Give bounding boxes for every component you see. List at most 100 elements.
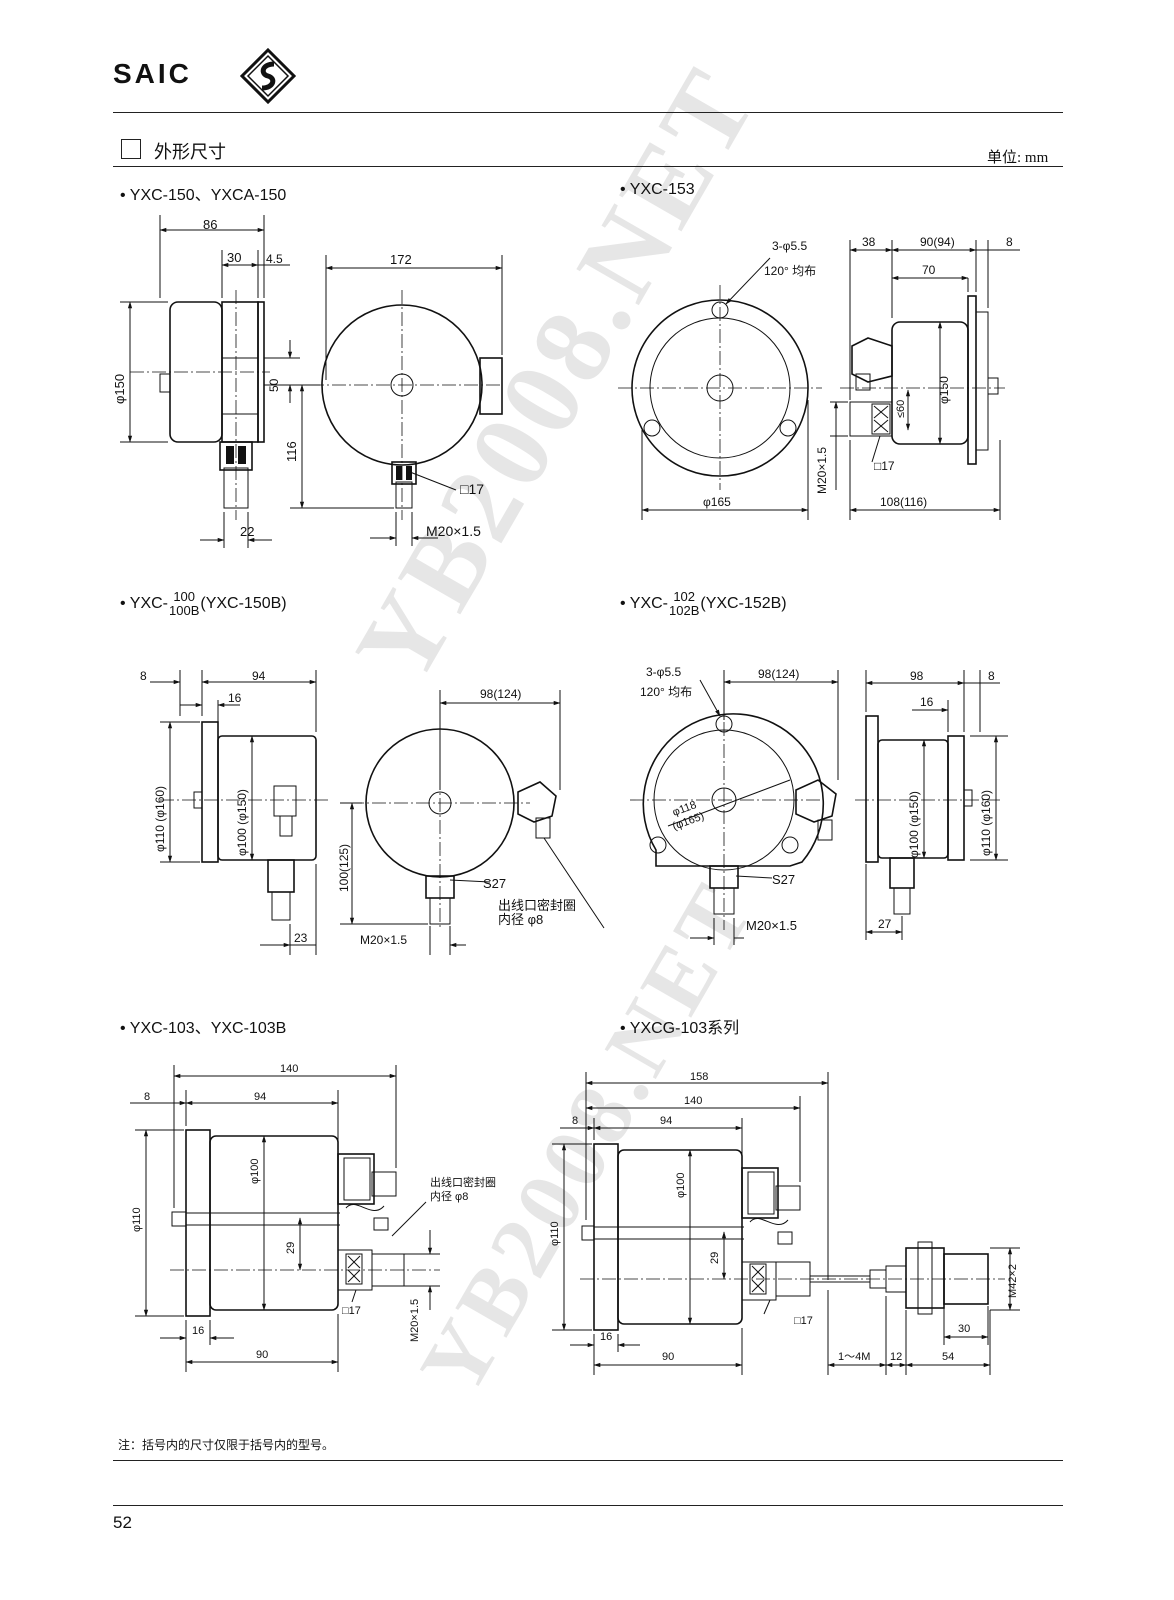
dim-d6-140: 140 <box>684 1095 702 1107</box>
dim-d4-phi110: φ110 (φ160) <box>979 790 993 856</box>
dim-d1-m20: M20×1.5 <box>426 523 481 539</box>
dim-d4-phi100: φ100 (φ150) <box>907 791 921 858</box>
dim-d1-172: 172 <box>390 252 412 267</box>
unit-label: 单位: mm <box>987 150 1049 166</box>
header-rule <box>113 112 1063 113</box>
dim-d5-94: 94 <box>254 1091 266 1103</box>
dim-d5-phi110: φ110 <box>131 1207 143 1232</box>
dim-d3-phi110: φ110 (φ160) <box>153 786 167 852</box>
model-heading-2: • YXC-153 <box>620 181 695 198</box>
dim-d2-8: 8 <box>1006 235 1013 249</box>
dim-d2-120: 120° 均布 <box>764 264 816 278</box>
dim-d2-phi165: φ165 <box>703 495 731 509</box>
dim-d2-70: 70 <box>922 263 936 277</box>
brand-logo-text: SAIC <box>113 58 192 89</box>
drawing-1-front-view <box>290 255 503 546</box>
drawing-1-side-view <box>120 215 300 548</box>
section-checkbox <box>121 139 141 159</box>
dim-d5-m20: M20×1.5 <box>409 1299 421 1342</box>
dim-d1-116: 116 <box>284 441 299 462</box>
dim-d1-4.5: 4.5 <box>266 252 283 266</box>
footer-rule-1 <box>113 1460 1063 1461</box>
dim-d1-phi150: φ150 <box>112 374 127 404</box>
dim-d3-phi100: φ100 (φ150) <box>235 789 249 856</box>
dim-d1-30: 30 <box>227 250 241 265</box>
model-heading-1: • YXC-150、YXCA-150 <box>120 187 287 204</box>
dim-d5-phi100: φ100 <box>249 1159 261 1185</box>
dim-d3-98: 98(124) <box>480 687 521 701</box>
section-rule <box>113 166 1063 167</box>
dim-d5-16: 16 <box>192 1325 204 1337</box>
dim-d3-s27: S27 <box>483 876 506 891</box>
dim-d6-m42: M42×2 <box>1007 1264 1019 1298</box>
dim-d5-8: 8 <box>144 1091 150 1103</box>
dim-d4-8: 8 <box>988 669 995 683</box>
dim-d1-22: 22 <box>240 524 254 539</box>
model-heading-5: • YXC-103、YXC-103B <box>120 1020 287 1037</box>
footer-rule-2 <box>113 1505 1063 1506</box>
dim-d6-158: 158 <box>690 1071 708 1083</box>
dim-d2-m20: M20×1.5 <box>815 447 829 494</box>
dim-d6-sq17: □17 <box>794 1315 813 1327</box>
dim-d6-90: 90 <box>662 1351 674 1363</box>
dim-d3-94: 94 <box>252 669 266 683</box>
dim-d3-seal: 出线口密封圈 <box>498 898 576 913</box>
dim-d5-140: 140 <box>280 1063 298 1075</box>
dim-d2-sq17: □17 <box>874 459 895 473</box>
drawing-4-side-view <box>855 670 1008 940</box>
dim-d5-29: 29 <box>285 1242 297 1254</box>
drawing-2-front-view <box>618 257 822 520</box>
model-heading-6: • YXCG-103系列 <box>620 1020 740 1037</box>
dim-d1-sq17: □17 <box>460 481 484 497</box>
dim-d4-98-124: 98(124) <box>758 667 799 681</box>
dim-d4-m20: M20×1.5 <box>746 918 797 933</box>
dim-d2-holes: 3-φ5.5 <box>772 239 807 253</box>
drawing-3-side-view <box>150 670 330 955</box>
dim-d4-holes: 3-φ5.5 <box>646 665 681 679</box>
dim-d6-94: 94 <box>660 1115 672 1127</box>
dim-d1-86: 86 <box>203 217 217 232</box>
dim-d6-phi110: φ110 <box>549 1221 561 1246</box>
dim-d6-phi100: φ100 <box>675 1173 687 1199</box>
dim-d3-m20: M20×1.5 <box>360 933 407 947</box>
dim-d6-12: 12 <box>890 1351 902 1363</box>
dim-d5-sq17: □17 <box>342 1305 361 1317</box>
drawing-6-side-view <box>552 1072 1020 1375</box>
drawing-3-front-view <box>340 690 605 955</box>
dim-d2-le60: ≤60 <box>895 400 907 418</box>
dim-d3-16: 16 <box>228 691 242 705</box>
drawing-5-side-view <box>130 1065 440 1372</box>
dim-d4-16: 16 <box>920 695 934 709</box>
dim-d5-90: 90 <box>256 1349 268 1361</box>
section-title: 外形尺寸 <box>154 142 226 162</box>
footnote: 注：括号内的尺寸仅限于括号内的型号。 <box>118 1438 335 1452</box>
dim-d4-98: 98 <box>910 669 924 683</box>
dim-d6-54: 54 <box>942 1351 954 1363</box>
saic-logo-icon <box>240 48 296 104</box>
dim-d3-100: 100(125) <box>337 844 351 892</box>
dim-d2-phi150: φ150 <box>937 376 951 404</box>
dim-d4-27: 27 <box>878 917 892 931</box>
dim-d6-30: 30 <box>958 1323 970 1335</box>
drawing-2-side-view <box>830 240 1020 520</box>
dim-d4-120: 120° 均布 <box>640 685 692 699</box>
dim-d6-8: 8 <box>572 1115 578 1127</box>
dim-d5-innerdia: 内径 φ8 <box>430 1189 468 1203</box>
dim-d2-90: 90(94) <box>920 235 955 249</box>
drawing-4-front-view <box>630 670 839 945</box>
dim-d6-cable: 1～4M <box>838 1351 870 1363</box>
dim-d6-29: 29 <box>709 1252 721 1264</box>
dim-d2-108: 108(116) <box>880 495 927 509</box>
dim-d1-50: 50 <box>267 378 281 392</box>
page-number: 52 <box>113 1513 132 1532</box>
dim-d6-16: 16 <box>600 1331 612 1343</box>
dim-d3-23: 23 <box>294 931 308 945</box>
dim-d5-seal: 出线口密封圈 <box>430 1175 496 1189</box>
dim-d4-s27: S27 <box>772 872 795 887</box>
dim-d3-8: 8 <box>140 669 147 683</box>
dim-d3-innerdia: 内径 φ8 <box>498 912 543 927</box>
dim-d2-38: 38 <box>862 235 876 249</box>
